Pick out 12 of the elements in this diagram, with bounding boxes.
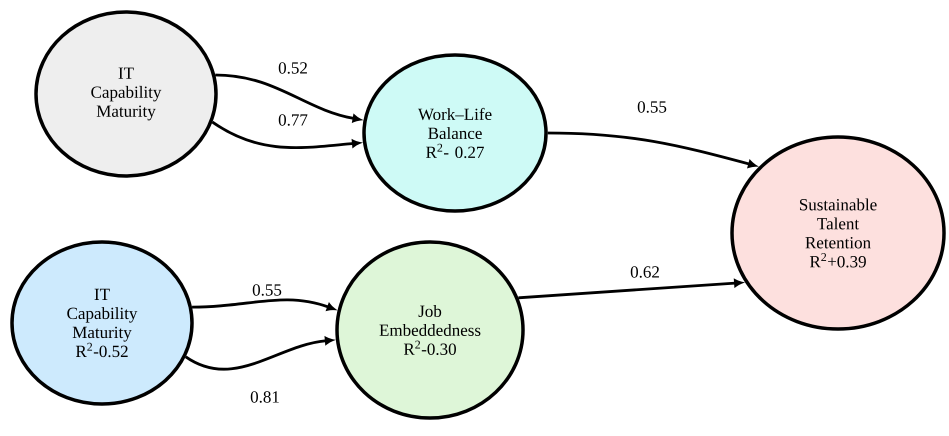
edge-label: 0.62 (629, 265, 661, 279)
arrow (518, 279, 742, 300)
arrow (548, 132, 756, 168)
arrow (212, 120, 360, 150)
edge-label: 0.55 (251, 283, 283, 297)
arrow (192, 298, 336, 311)
arrow (215, 74, 361, 122)
arrow (185, 336, 334, 371)
edge-label: 0.52 (277, 61, 309, 75)
edge-label: 0.77 (277, 113, 309, 127)
edge-label: 0.81 (249, 390, 281, 404)
edge-label: 0.55 (636, 100, 668, 114)
